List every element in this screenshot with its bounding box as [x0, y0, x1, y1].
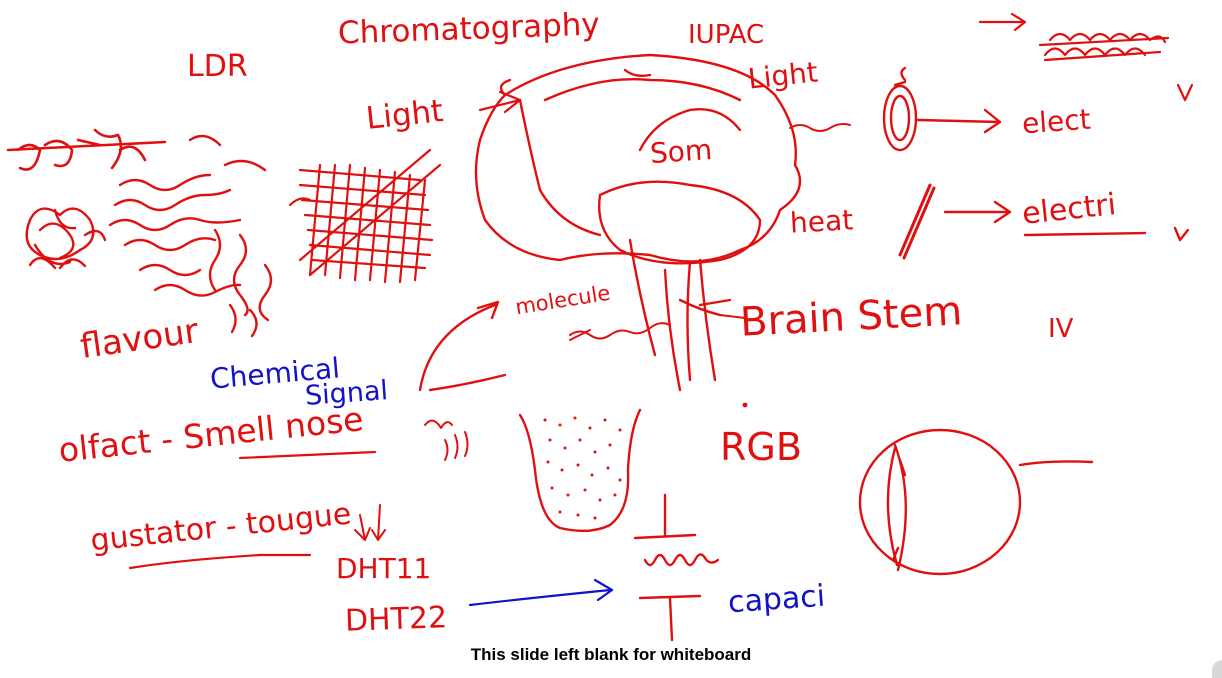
top-right-arrows — [978, 12, 1194, 102]
label-som: Som — [648, 132, 714, 171]
label-iv: IV — [1048, 314, 1074, 344]
label-ldr: LDR — [187, 49, 248, 84]
brain-drawing — [474, 53, 802, 392]
down-arrows — [354, 504, 386, 541]
heat-to-electri-arrow — [943, 200, 1190, 242]
ldr-hatch-grid — [288, 148, 442, 284]
light-arrow — [478, 90, 522, 114]
slide-footer-caption: This slide left blank for whiteboard — [470, 645, 752, 664]
label-iupac: IUPAC — [688, 20, 765, 50]
coil-scribble — [1038, 32, 1170, 62]
tangled-scribble — [25, 207, 107, 270]
hindi-word-scribble — [6, 128, 167, 171]
wavy-smell-lines — [108, 134, 267, 297]
underlines — [128, 450, 377, 570]
label-dht22: DHT22 — [344, 600, 448, 639]
eyeball-drawing — [858, 428, 1094, 576]
label-elect: elect — [1020, 102, 1092, 141]
label-light: Light — [364, 93, 445, 137]
label-brain-stem: Brain Stem — [738, 288, 964, 346]
brain-stem-marks — [719, 314, 746, 319]
blue-arrow — [468, 578, 614, 607]
light-wave-squiggle — [789, 123, 851, 132]
tongue-taste-dots — [543, 402, 748, 520]
molecule-squiggle — [569, 322, 671, 341]
label-chromatography: Chromatography — [337, 6, 601, 52]
nose-squiggles — [424, 419, 469, 461]
eye-icon — [882, 66, 918, 152]
label-rgb: RGB — [720, 425, 802, 469]
capacitor-symbol — [633, 493, 720, 642]
eye-to-elect-arrow — [916, 108, 1002, 134]
heat-rod — [898, 183, 936, 260]
page-corner — [1212, 660, 1222, 678]
vertical-squiggles — [208, 228, 273, 338]
label-heat: heat — [789, 203, 854, 240]
chemical-signal-arrow — [418, 300, 507, 392]
label-light-output: Light — [746, 55, 820, 96]
label-capacitor: capaci — [726, 578, 827, 621]
tongue-drawing — [518, 408, 642, 533]
label-dht11: DHT11 — [336, 552, 432, 585]
